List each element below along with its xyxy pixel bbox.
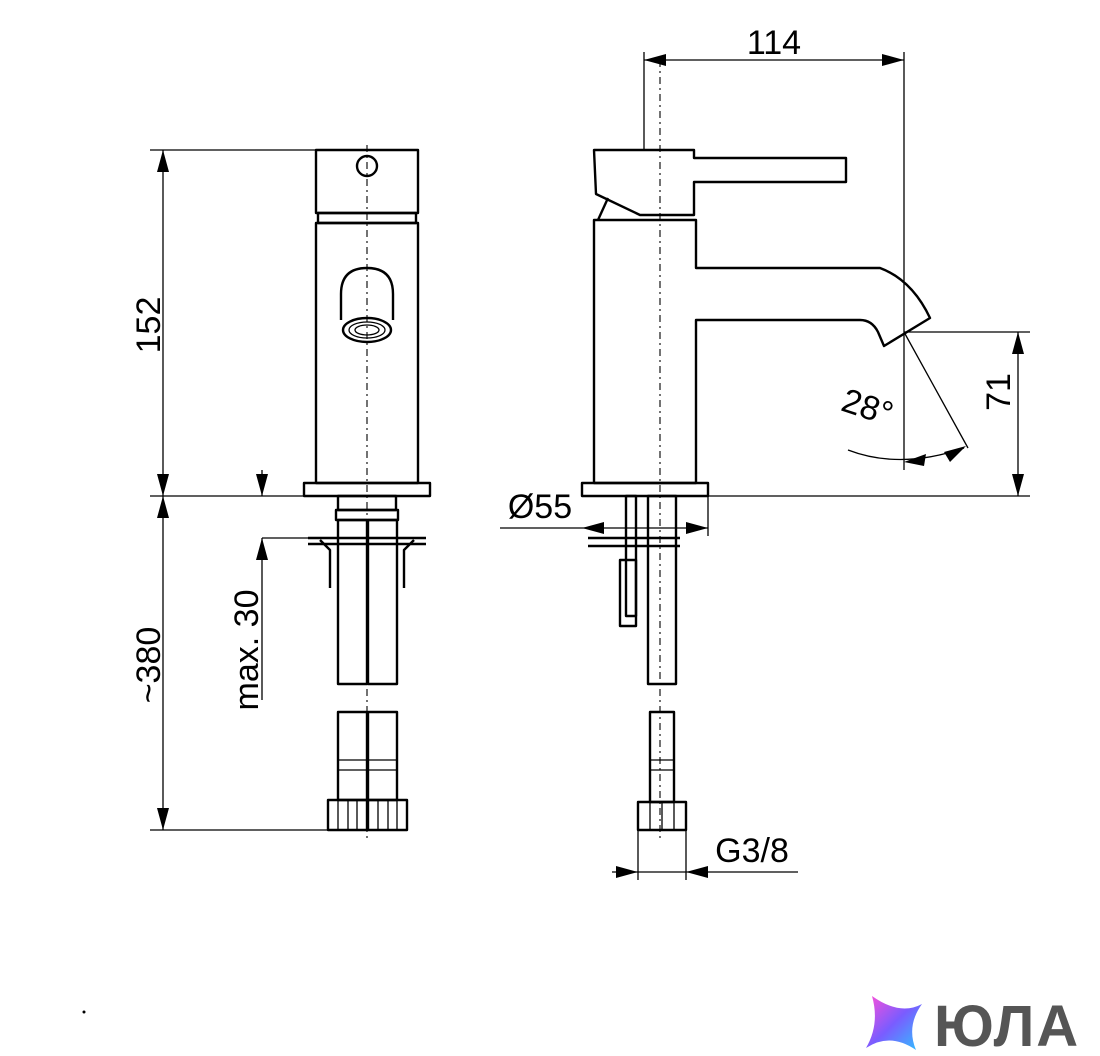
hose-right-lower: [366, 710, 399, 802]
dimension-max-30: max. 30: [228, 590, 266, 711]
hose-side-lower: [648, 710, 676, 804]
dimension-114: 114: [747, 24, 801, 62]
dimension-lines: [150, 52, 1030, 880]
dimension-152: 152: [130, 297, 168, 354]
logo-mark-icon: [866, 996, 922, 1050]
dimension-g3-8: G3/8: [715, 832, 789, 870]
base-plate-side: [580, 481, 710, 498]
faucet-body-side: [592, 218, 932, 485]
dimension-28-deg: 28°: [837, 382, 898, 434]
threaded-rod: [618, 558, 638, 628]
hose-side-upper: [646, 494, 678, 686]
dimension-diameter-55: Ø55: [508, 488, 572, 526]
hose-left-lower: [336, 710, 369, 802]
side-view: [580, 60, 932, 840]
dimension-71: 71: [980, 373, 1018, 411]
brand-logo: ЮЛА: [866, 994, 1080, 1056]
hose-right-upper: [366, 518, 399, 686]
stray-dot: [82, 1010, 86, 1014]
dimension-380: ~380: [130, 627, 168, 704]
logo-text: ЮЛА: [934, 994, 1080, 1056]
front-view: [302, 145, 432, 840]
handle-lever: [592, 148, 848, 217]
